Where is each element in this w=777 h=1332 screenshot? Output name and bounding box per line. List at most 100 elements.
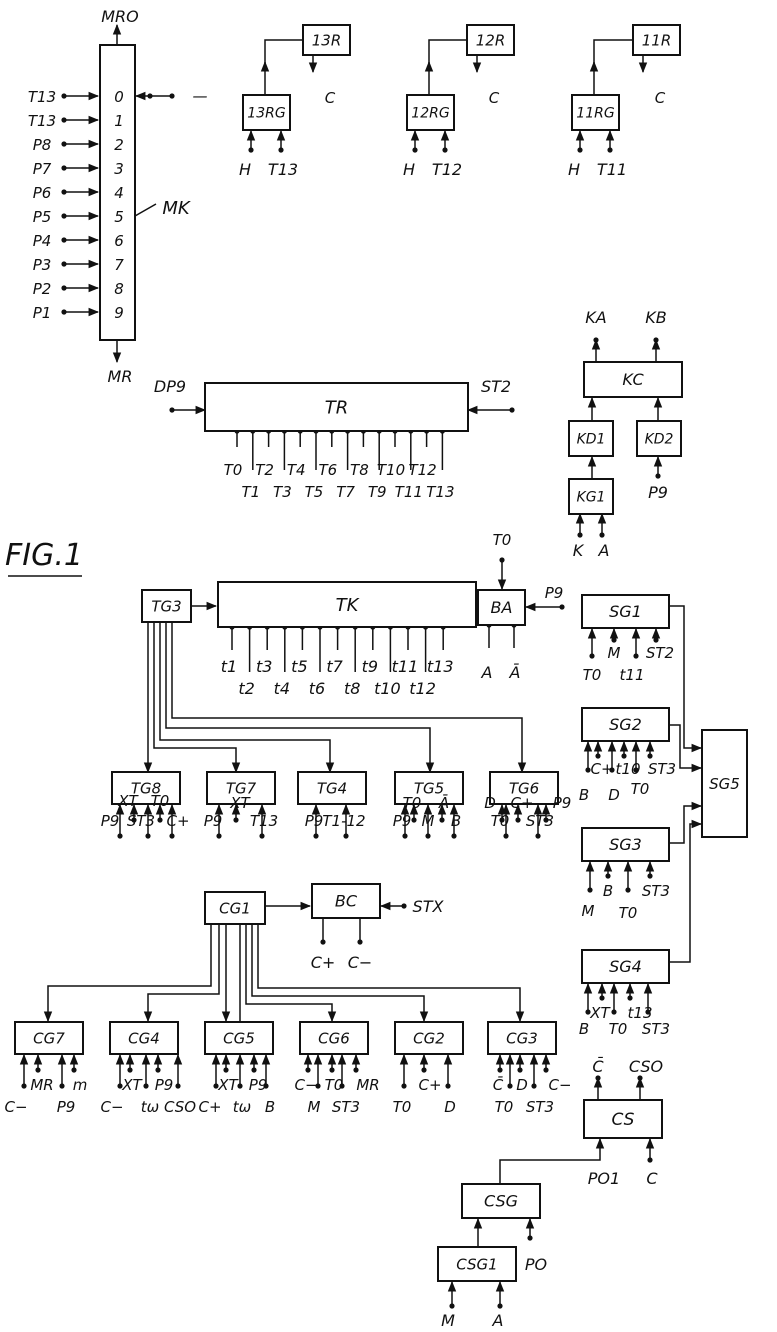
block-label-tg7: TG7 <box>226 779 257 797</box>
block-label-tg6: TG6 <box>509 779 539 797</box>
tk-output-label-12: t13 <box>427 657 454 676</box>
pin-tg7-1: XT <box>229 794 251 812</box>
pin-tg7-2: T13 <box>250 812 278 830</box>
mk-input-p5-5: P5 <box>33 208 52 226</box>
block-label-csg1: CSG1 <box>456 1255 497 1273</box>
terminal-dot <box>305 1067 311 1073</box>
terminal-dot <box>577 147 583 153</box>
block-label-tg5: TG5 <box>414 779 444 797</box>
pin-sg4-3: t13 <box>628 1004 653 1022</box>
label-ba-out-1: Ā <box>509 663 521 682</box>
wire-csg-cs <box>499 1137 605 1184</box>
block-sg4 <box>581 949 670 984</box>
terminal-dot <box>655 473 661 479</box>
pin-tg8-2: ST3 <box>127 812 155 830</box>
mk-pin-2: 2 <box>114 136 124 154</box>
terminal-dot <box>625 887 631 893</box>
terminal-dot <box>143 1083 149 1089</box>
mk-pin-3: 3 <box>114 160 124 178</box>
wire-sg2-sg5 <box>669 724 703 773</box>
label-c-12r: C <box>489 89 500 107</box>
terminal-dot <box>633 653 639 659</box>
block-tg3 <box>141 589 192 623</box>
terminal-dot <box>587 887 593 893</box>
block-label-kc: KC <box>622 370 644 389</box>
pin-tg6-3: ST3 <box>526 812 554 830</box>
label-kg1-0: K <box>573 541 585 560</box>
block-cg2 <box>394 1021 464 1055</box>
pin-cg6-2: T0 <box>325 1076 344 1094</box>
blocks <box>14 24 748 1282</box>
pin-cg5-2: tω <box>233 1098 251 1116</box>
block-13rg <box>242 94 291 131</box>
terminal-dot <box>237 1083 243 1089</box>
bus-cg1-cg4 <box>143 924 220 1023</box>
tk-output-label-0: t1 <box>221 657 237 676</box>
terminal-dot <box>607 147 613 153</box>
tk-output-label-4: t5 <box>291 657 307 676</box>
pin-sg3-2: T0 <box>619 904 638 922</box>
mk-pin-9: 9 <box>114 304 124 322</box>
pin-cg3-0: C̄ <box>493 1075 504 1094</box>
pin-cg2-1: C+ <box>418 1076 441 1094</box>
label-kg1-1: A <box>598 541 610 560</box>
block-label-cg1: CG1 <box>219 899 251 917</box>
pin-sg4-1: XT <box>589 1004 611 1022</box>
terminal-dot <box>353 1067 359 1073</box>
block-label-sg3: SG3 <box>609 835 642 854</box>
terminal-dot <box>503 833 509 839</box>
block-label-cg5: CG5 <box>223 1029 255 1047</box>
terminal-dot <box>329 1067 335 1073</box>
block-cg3 <box>487 1021 557 1055</box>
pin-cg4-1: XT <box>121 1076 143 1094</box>
terminal-dot <box>527 1235 533 1241</box>
wire-13rg-to-13r <box>264 39 303 95</box>
block-kd1 <box>568 420 614 457</box>
block-ba <box>477 589 526 626</box>
block-11r <box>632 24 681 56</box>
wire-11rg-to-11r <box>593 39 633 95</box>
terminal-dot <box>515 817 521 823</box>
pin-sg4-2: T0 <box>609 1020 628 1038</box>
block-label-12r: 12R <box>476 31 506 49</box>
tk-output-label-9: t10 <box>374 679 401 698</box>
mk-label-lead <box>134 203 157 217</box>
mk-input-t13-0: T13 <box>28 88 56 106</box>
terminal-dot <box>248 147 254 153</box>
pin-sg2-5: ST3 <box>648 760 676 778</box>
label-c-11r: C <box>655 89 666 107</box>
terminal-dot <box>71 1067 77 1073</box>
terminal-dot <box>357 939 363 945</box>
wire-sg3-sg5 <box>669 801 703 844</box>
label-stx: STX <box>413 897 445 916</box>
terminal-dot <box>577 532 583 538</box>
block-label-sg5: SG5 <box>709 775 740 793</box>
terminal-dot <box>339 1083 345 1089</box>
label-csg1-1: A <box>492 1311 504 1330</box>
pin-tg4-1: T1-12 <box>322 812 365 830</box>
block-11rg <box>571 94 620 131</box>
terminal-dot <box>117 1083 123 1089</box>
block-label-kd2: KD2 <box>645 431 674 447</box>
terminal-dot <box>599 532 605 538</box>
block-cg6 <box>299 1021 369 1055</box>
pin-cg3-2: D <box>516 1076 528 1094</box>
pin-cg4-2: tω <box>141 1098 159 1116</box>
terminal-dot <box>442 147 448 153</box>
block-kc <box>583 361 683 398</box>
block-label-cg6: CG6 <box>318 1029 350 1047</box>
mk-pin-7: 7 <box>114 256 124 274</box>
tr-output-label-3: T3 <box>273 483 292 501</box>
pin-cg6-1: M <box>308 1098 321 1116</box>
mk-input-p3-7: P3 <box>33 256 52 274</box>
pin-11rg-1: T11 <box>597 160 627 179</box>
block-cg5 <box>204 1021 274 1055</box>
label-dp9: DP9 <box>154 377 186 396</box>
label-ba-p9: P9 <box>545 584 564 602</box>
label-st2: ST2 <box>481 377 511 396</box>
terminal-dot <box>633 767 639 773</box>
tr-output-label-8: T8 <box>350 461 369 479</box>
tr-output-label-4: T4 <box>287 461 306 479</box>
